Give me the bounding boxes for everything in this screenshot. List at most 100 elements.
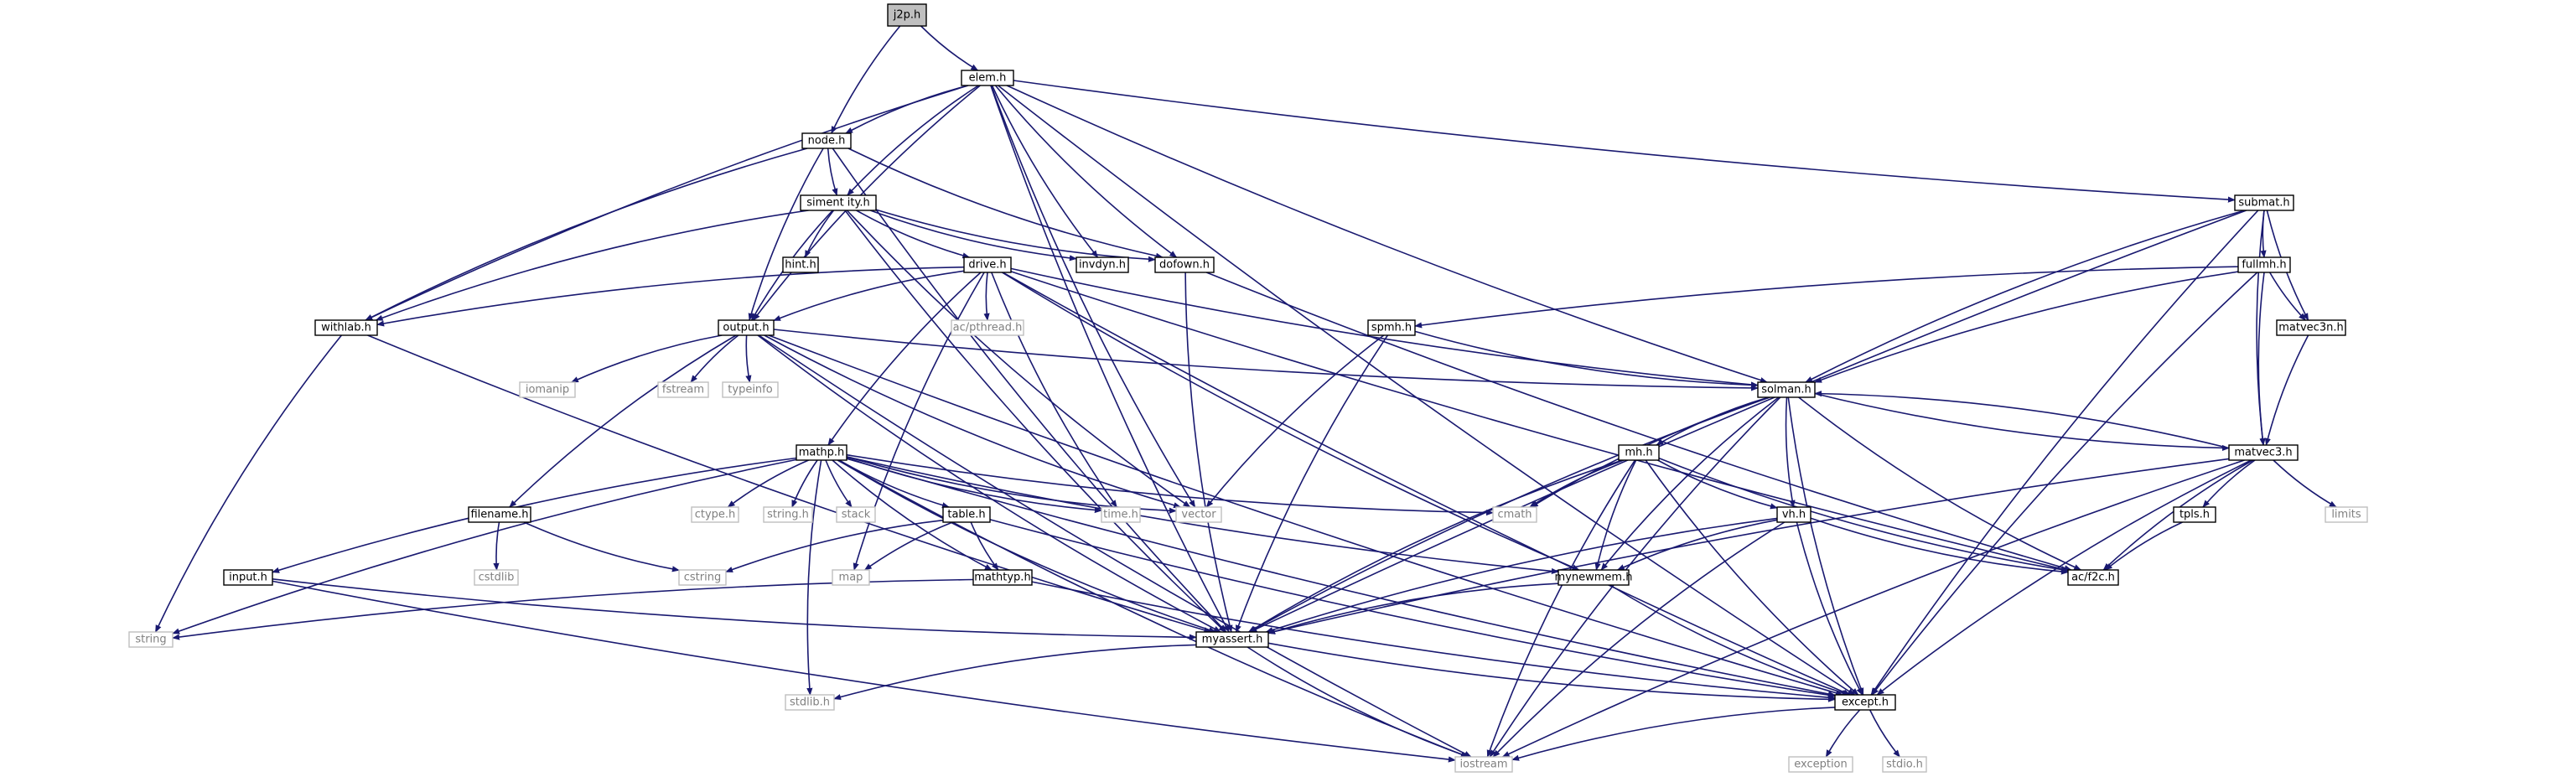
node-box [1154,256,1215,273]
node-except[interactable]: except.h [1834,694,1896,711]
node-label: stdio.h [1886,759,1923,771]
node-box [691,506,739,523]
node-j2p[interactable]: j2p.h [887,3,927,27]
node-fullmh[interactable]: fullmh.h [2237,256,2291,273]
edge-fullmh-to-matvec3 [2257,272,2266,446]
edge-mathp-to-cmath [846,453,1494,516]
node-spmh[interactable]: spmh.h [1367,319,1416,336]
node-input[interactable]: input.h [223,569,273,586]
node-cmath: cmath [1492,506,1537,523]
edge-matvec3n-to-matvec3 [2264,334,2309,446]
node-matvec3[interactable]: matvec3.h [2228,444,2299,461]
node-table[interactable]: table.h [942,506,991,523]
node-vh[interactable]: vh.h [1776,506,1811,523]
node-ctype: ctype.h [691,506,739,523]
edge-node-to-myassert [832,148,1227,633]
edge-drive-to-time [991,272,1117,508]
edge-vh-to-iostream [1492,521,1786,758]
node-drive[interactable]: drive.h [963,256,1012,273]
edge-mh-to-except [1645,459,1859,696]
node-stringh: string.h [763,506,813,523]
edge-dofown-to-f2c [1205,272,2072,572]
edge-siment-to-withlab [375,210,809,321]
node-box [1367,319,1416,336]
edge-filename-to-cstring [523,521,680,572]
edge-drive-to-f2c [1010,271,2069,572]
node-tpls[interactable]: tpls.h [2173,506,2216,523]
edge-except-to-iostream [1511,707,1836,761]
edge-myassert-to-stdlib [833,644,1197,701]
node-box [1558,569,1630,586]
node-myassert[interactable]: myassert.h [1195,631,1269,648]
edge-withlab-to-myassert [367,334,1212,634]
node-mathtyp[interactable]: mathtyp.h [972,569,1033,586]
edge-elem-to-solman [1006,85,1768,383]
node-box [801,132,852,149]
node-box [718,319,775,336]
node-label: j2p.h [893,9,921,22]
node-box [1882,756,1927,773]
edge-mathp-to-except [846,458,1836,697]
node-box [1175,506,1222,523]
node-box [800,194,877,211]
node-box [942,506,991,523]
node-solman[interactable]: solman.h [1757,381,1816,398]
node-label: fullmh.h [2242,259,2286,272]
node-box [1454,756,1513,773]
node-mynewmem[interactable]: mynewmem.h [1555,569,1633,586]
node-box [1492,506,1537,523]
node-mathp[interactable]: mathp.h [796,444,847,461]
edge-elem-to-submat [1013,80,2236,203]
node-output[interactable]: output.h [718,319,775,336]
node-label: input.h [229,572,267,584]
edge-mathp-to-stdlib [806,459,822,696]
node-mh[interactable]: mh.h [1618,444,1660,461]
node-box [763,506,813,523]
node-box [832,569,870,586]
node-dofown[interactable]: dofown.h [1154,256,1215,273]
node-label: time.h [1103,509,1138,521]
edge-solman-to-except [1787,396,1864,696]
node-node[interactable]: node.h [801,132,852,149]
node-label: siment ity.h [806,197,869,210]
edge-layer [154,25,2337,763]
node-box [722,381,779,398]
node-elem[interactable]: elem.h [961,70,1014,86]
node-label: output.h [723,322,769,334]
node-label: string [135,634,166,646]
node-f2c[interactable]: ac/f2c.h [2067,569,2119,586]
node-filename[interactable]: filename.h [468,506,531,523]
node-hint[interactable]: hint.h [782,256,819,273]
node-label: vh.h [1782,509,1806,521]
node-box [836,506,876,523]
edge-submat-to-except [1870,210,2259,696]
node-box [961,70,1014,86]
edge-mynewmem-to-except [1609,584,1850,696]
node-matvec3n[interactable]: matvec3n.h [2276,319,2346,336]
node-box [1757,381,1816,398]
node-label: spmh.h [1371,322,1412,334]
node-box [2228,444,2299,461]
node-withlab[interactable]: withlab.h [314,319,378,336]
node-box [887,3,927,27]
node-label: dofown.h [1159,259,1210,272]
edge-output-to-iostream [758,334,1472,758]
edge-drive-to-mathp [827,272,982,446]
node-invdyn[interactable]: invdyn.h [1075,256,1129,273]
node-siment[interactable]: siment ity.h [800,194,877,211]
node-label: withlab.h [321,322,371,334]
edge-elem-to-vector [990,85,1196,508]
edge-mh-to-f2c [1658,457,2069,573]
edge-fullmh-to-except [1871,272,2258,696]
node-label: vector [1181,509,1216,521]
edge-mathp-to-ctype [727,459,809,508]
node-label: table.h [947,509,985,521]
node-label: solman.h [1761,384,1811,396]
edge-vh-to-except [1796,521,1863,696]
node-iostream: iostream [1454,756,1513,773]
node-box [1788,756,1853,773]
edge-j2p-to-elem [920,25,979,71]
node-label: submat.h [2238,197,2289,210]
node-submat[interactable]: submat.h [2234,194,2294,211]
